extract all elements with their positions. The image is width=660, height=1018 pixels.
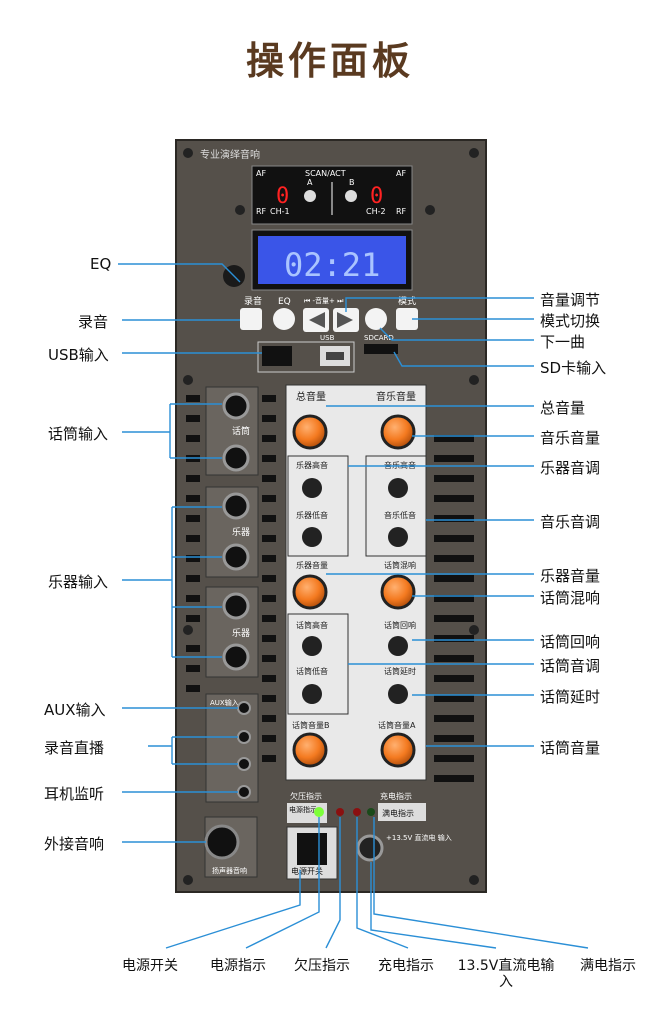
label-low-volt: 欠压指示 [294, 958, 350, 974]
svg-text:RF: RF [256, 207, 267, 216]
lcd-time: 02:21 [284, 246, 380, 284]
svg-text:充电指示: 充电指示 [380, 791, 412, 801]
ch2-display: 0 [370, 184, 383, 209]
label-music-tone: 音乐音调 [540, 513, 601, 531]
svg-text:话筒混响: 话筒混响 [384, 560, 416, 570]
label-master-vol: 总音量 [540, 399, 586, 417]
label-mic-reverb: 话筒混响 [540, 589, 601, 607]
label-mic-delay: 话筒延时 [540, 688, 601, 706]
label-mic-tone: 话筒音调 [540, 657, 601, 675]
play-button[interactable] [365, 308, 387, 330]
brand-text: 专业演绎音响 [200, 148, 260, 161]
mode-button[interactable] [396, 308, 418, 330]
svg-text:话筒延时: 话筒延时 [384, 666, 416, 676]
svg-text:USB: USB [320, 334, 335, 342]
svg-text:EQ: EQ [278, 297, 291, 307]
low-volt-led [336, 808, 344, 816]
svg-text:乐器高音: 乐器高音 [296, 460, 328, 470]
label-power-indicator: 电源指示 [210, 958, 266, 974]
svg-text:欠压指示: 欠压指示 [290, 791, 322, 801]
scan-button-b[interactable] [345, 190, 357, 202]
svg-text:乐器: 乐器 [232, 627, 250, 639]
label-speaker-out: 外接音响 [44, 835, 105, 853]
svg-text:AF: AF [256, 169, 266, 178]
page-title: 操作面板 [245, 39, 414, 83]
label-music-vol: 音乐音量 [540, 429, 601, 447]
usb-port-1 [262, 346, 292, 366]
label-earphone: 耳机监听 [44, 785, 105, 803]
eq-button[interactable] [273, 308, 295, 330]
svg-text:话筒高音: 话筒高音 [296, 620, 328, 630]
ch1-display: 0 [276, 184, 289, 209]
svg-text:音乐音量: 音乐音量 [376, 390, 416, 403]
label-rec-direct: 录音直播 [44, 739, 105, 757]
label-inst-tone: 乐器音调 [540, 459, 601, 477]
svg-text:总音量: 总音量 [296, 390, 326, 403]
label-mic-input: 话筒输入 [48, 425, 109, 443]
power-switch[interactable] [297, 833, 327, 865]
label-volume-adjust: 音量调节 [540, 291, 601, 309]
label-mode-switch: 模式切换 [540, 312, 601, 330]
label-usb: USB输入 [48, 346, 109, 364]
svg-text:B: B [349, 178, 355, 187]
svg-text:音乐低音: 音乐低音 [384, 510, 416, 520]
label-power-switch: 电源开关 [122, 958, 178, 974]
svg-text:CH-2: CH-2 [366, 207, 386, 216]
svg-text:乐器低音: 乐器低音 [296, 510, 328, 520]
lcd-display [258, 236, 406, 284]
svg-text:满电指示: 满电指示 [382, 808, 414, 818]
svg-text:录音: 录音 [244, 295, 262, 307]
vent-slots [186, 395, 474, 782]
svg-text:CH-1: CH-1 [270, 207, 290, 216]
sd-card-slot[interactable] [364, 344, 398, 354]
svg-text:模式: 模式 [398, 295, 416, 307]
svg-text:电源开关: 电源开关 [291, 866, 323, 876]
dc-input-jack [356, 834, 384, 862]
label-inst-vol: 乐器音量 [540, 567, 601, 585]
svg-text:话筒音量A: 话筒音量A [378, 720, 416, 730]
knob-icons[interactable] [292, 414, 416, 768]
svg-text:乐器: 乐器 [232, 526, 250, 538]
svg-text:AF: AF [396, 169, 406, 178]
label-inst-input: 乐器输入 [48, 573, 109, 591]
label-eq: EQ [90, 255, 112, 273]
jack-icons [222, 392, 250, 671]
callout-lines [118, 263, 589, 949]
svg-text:话筒: 话筒 [232, 425, 250, 437]
label-sd-input: SD卡输入 [540, 359, 607, 377]
speaker-out-jack [204, 824, 240, 860]
svg-text:乐器音量: 乐器音量 [296, 560, 328, 570]
label-mic-vol: 话筒音量 [540, 739, 601, 757]
svg-text:话筒回响: 话筒回响 [384, 620, 416, 630]
svg-text:A: A [307, 178, 313, 187]
svg-text:话筒低音: 话筒低音 [296, 666, 328, 676]
svg-text:电源指示: 电源指示 [289, 805, 317, 814]
svg-text:⏮ -音量+ ⏭: ⏮ -音量+ ⏭ [304, 296, 344, 305]
svg-text:SCAN/ACT: SCAN/ACT [305, 169, 346, 178]
label-full-indicator: 满电指示 [580, 958, 636, 974]
svg-text:RF: RF [396, 207, 407, 216]
record-button[interactable] [240, 308, 262, 330]
label-next-track: 下一曲 [540, 333, 586, 351]
svg-text:音乐高音: 音乐高音 [384, 460, 416, 470]
label-mic-echo: 话筒回响 [540, 633, 601, 651]
full-led [367, 808, 375, 816]
label-record: 录音 [78, 313, 109, 331]
label-charge: 充电指示 [378, 958, 434, 974]
svg-text:话筒音量B: 话筒音量B [292, 720, 330, 730]
svg-text:AUX输入: AUX输入 [210, 698, 239, 707]
svg-text:扬声器音响: 扬声器音响 [212, 866, 247, 875]
screw-icons [183, 148, 479, 885]
charge-led [353, 808, 361, 816]
svg-text:SDCARD: SDCARD [364, 334, 394, 342]
svg-text:+13.5V 直流电 输入: +13.5V 直流电 输入 [386, 833, 452, 842]
label-aux: AUX输入 [44, 701, 106, 719]
scan-button-a[interactable] [304, 190, 316, 202]
label-dc-input: 13.5V直流电输入 [457, 958, 555, 990]
power-led [314, 807, 324, 817]
